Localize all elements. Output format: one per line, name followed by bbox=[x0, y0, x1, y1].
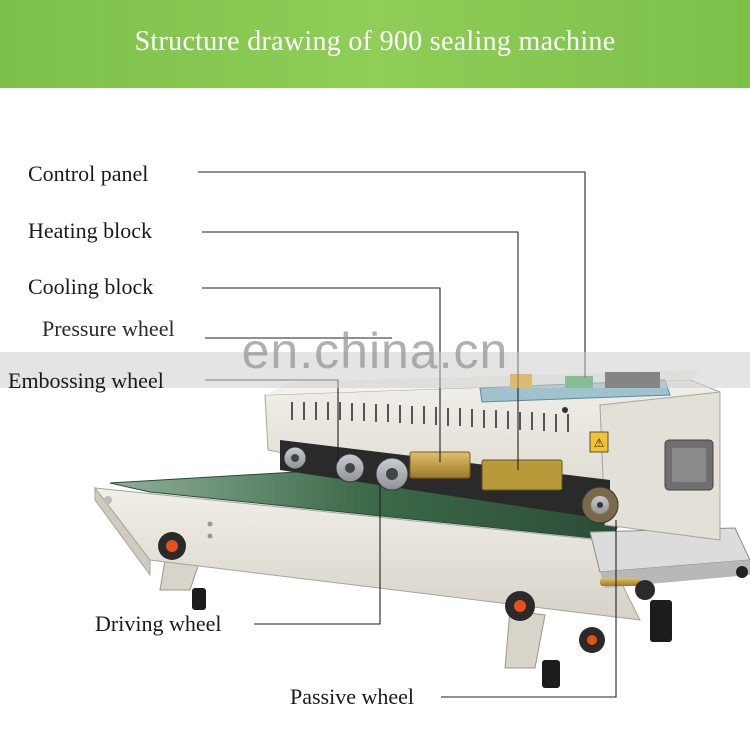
output-tray bbox=[589, 527, 750, 588]
label-cooling-block: Cooling block bbox=[28, 274, 154, 299]
leader-passive-wheel bbox=[441, 520, 617, 698]
title-banner: Structure drawing of 900 sealing machine bbox=[0, 0, 750, 88]
leader-cooling-block bbox=[202, 287, 441, 462]
diagram-title: Structure drawing of 900 sealing machine bbox=[134, 26, 616, 57]
watermark-band bbox=[0, 352, 750, 388]
machine-legs bbox=[159, 559, 672, 688]
label-driving-wheel: Driving wheel bbox=[95, 611, 222, 636]
leader-lines bbox=[198, 171, 617, 698]
heating-block bbox=[481, 459, 563, 491]
watermark-text: en.china.cn bbox=[241, 323, 509, 379]
leader-control-panel bbox=[198, 171, 586, 378]
label-control-panel: Control panel bbox=[28, 161, 149, 186]
label-embossing-wheel: Embossing wheel bbox=[8, 368, 164, 393]
vent-slots bbox=[291, 402, 569, 432]
conveyor-base bbox=[93, 486, 641, 621]
mechanism-strip bbox=[280, 440, 610, 520]
adjustment-knobs bbox=[158, 532, 655, 653]
label-pressure-wheel: Pressure wheel bbox=[42, 316, 175, 341]
label-passive-wheel: Passive wheel bbox=[290, 684, 415, 709]
leader-heating-block bbox=[202, 231, 519, 470]
wheels bbox=[283, 446, 619, 524]
leader-driving-wheel bbox=[254, 484, 381, 625]
svg-text:⚠: ⚠ bbox=[594, 436, 605, 450]
label-heating-block: Heating block bbox=[28, 218, 153, 243]
